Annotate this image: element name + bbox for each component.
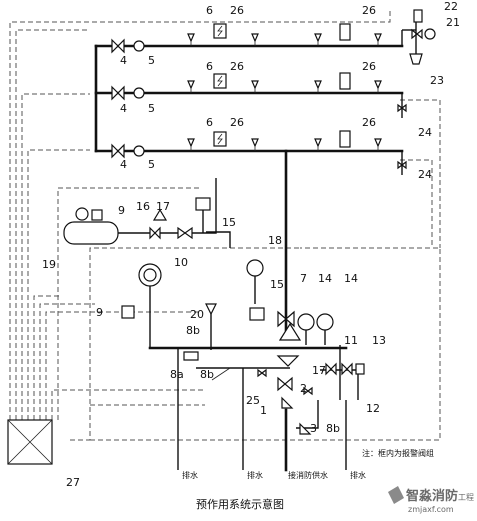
branch-valves [111,38,145,159]
callout-6c: 6 [206,116,213,129]
callout-18b: 17 [312,364,326,377]
callout-9c: 8b [326,422,340,435]
callout-28: 27 [66,476,80,489]
callout-8b: 8b [200,368,214,381]
callout-15a: 14 [318,272,332,285]
drain-label-1: 排水 [182,470,198,480]
callout-23: 22 [444,0,458,13]
callout-4c: 4 [120,158,127,171]
end-test-devices [397,9,436,170]
callout-19: 18 [268,234,282,247]
watermark-name: 智淼消防 [406,488,458,504]
callout-12: 11 [344,334,358,347]
callout-6b: 6 [206,60,213,73]
callout-5a: 5 [148,54,155,67]
alarm-valve-group [121,259,365,472]
callout-16b: 15 [270,278,284,291]
callout-20: 19 [42,258,56,271]
callout-1: 1 [260,404,267,417]
callout-27c: 26 [230,60,244,73]
callout-6a: 6 [206,4,213,17]
callout-25a: 24 [418,126,432,139]
callout-5c: 5 [148,158,155,171]
control-panel [7,419,53,465]
drain-label-4: 排水 [350,470,366,480]
callout-9a: 9 [118,204,125,217]
callout-25b: 24 [418,168,432,181]
callout-9b: 8b [186,324,200,337]
callout-14: 13 [372,334,386,347]
watermark-url: zmjaxf.com [408,505,454,514]
callout-5b: 5 [148,102,155,115]
callout-7: 7 [300,272,307,285]
callout-22: 21 [446,16,460,29]
callout-2: 2 [300,382,307,395]
watermark-tail: 工程 [458,493,474,502]
callout-10: 9 [96,306,103,319]
callout-11: 10 [174,256,188,269]
watermark: 智淼消防 zmjaxf.com 工程 [388,486,474,514]
callout-4b: 4 [120,102,127,115]
callout-labels: 6 26 26 22 21 4 5 23 6 26 26 4 5 24 6 26… [42,0,460,489]
callout-27b: 26 [362,4,376,17]
sprinkler-heads [187,33,382,151]
diagram-title: 预作用系统示意图 [196,497,284,511]
drain-labels: 排水 排水 接消防供水 排水 [182,470,366,480]
drain-label-3: 接消防供水 [288,470,328,480]
air-supply [63,178,231,248]
callout-24: 23 [430,74,444,87]
pipe-network [94,30,404,332]
callout-27d: 26 [362,60,376,73]
drain-label-2: 排水 [247,470,263,480]
callout-26: 25 [246,394,260,407]
callout-21: 20 [190,308,204,321]
callout-27a: 26 [230,4,244,17]
callout-16a: 15 [222,216,236,229]
callout-15b: 14 [344,272,358,285]
callout-17: 16 [136,200,150,213]
callout-27e: 26 [230,116,244,129]
callout-4a: 4 [120,54,127,67]
callout-8a: 8a [170,368,184,381]
watermark-logo-icon [388,486,404,504]
signal-lines [8,8,441,441]
callout-3: 3 [310,422,317,435]
detectors [213,23,351,148]
note-text: 注：框内为报警阀组 [362,448,434,458]
callout-13: 12 [366,402,380,415]
callout-18a: 17 [156,200,170,213]
callout-27f: 26 [362,116,376,129]
